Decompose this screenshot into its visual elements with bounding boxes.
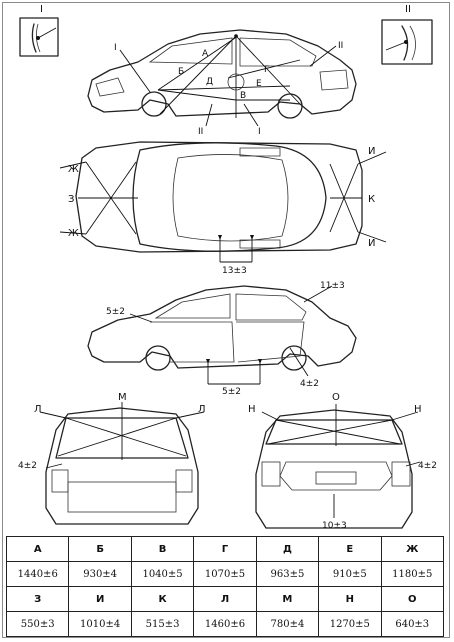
side-front-wheel-arch: [141, 91, 167, 117]
side-rear-wheel-arch: [277, 93, 303, 119]
table-cell: Г: [193, 536, 257, 562]
side-label-g: Г: [264, 65, 270, 75]
table-cell: 1460±6: [193, 611, 257, 637]
detail-i-box: [19, 17, 59, 57]
rear-left-label-m: М: [118, 392, 127, 403]
rear-view-left: Л М Л 4±2: [18, 392, 206, 525]
rear-right-outline: [255, 409, 413, 529]
table-cell: 1010±4: [68, 611, 132, 637]
side-label-v: В: [240, 91, 246, 101]
rear-left-opening: [55, 417, 189, 459]
table-cell: Ж: [380, 536, 445, 562]
table-cell: 515±3: [130, 611, 195, 637]
table-cell: 910±5: [318, 561, 382, 587]
side-view-gaps: 5±2 11±3 5±2 4±2: [87, 281, 357, 397]
table-row-header-1: А Б В Г Д Е Ж: [5, 536, 445, 562]
side2-rear-window: [235, 293, 307, 321]
side-body-outline: [87, 29, 357, 117]
side2-dim-front-door: 5±2: [106, 307, 125, 317]
table-cell: К: [130, 586, 195, 612]
table-cell: 1180±5: [380, 561, 445, 587]
table-row-values-2: 550±3 1010±4 515±3 1460±6 780±4 1270±5 6…: [5, 611, 445, 637]
rear-right-glass: [265, 419, 403, 445]
side-label-b: Б: [178, 67, 184, 77]
side2-rear-door: [236, 321, 305, 363]
table-cell: Н: [318, 586, 382, 612]
table-cell: Д: [255, 536, 320, 562]
table-cell: 1070±5: [193, 561, 257, 587]
rear-left-outline: [45, 407, 199, 525]
side-label-i: I: [114, 43, 117, 53]
side2-dim-sill: 5±2: [222, 387, 241, 397]
side2-dim-rear-door: 4±2: [300, 379, 319, 389]
side-rear-window: [239, 37, 317, 67]
detail-view-i: I: [19, 4, 59, 57]
side-label-a: А: [202, 49, 209, 59]
detail-ii-box: [381, 19, 433, 65]
table-cell: 780±4: [255, 611, 320, 637]
top-view-measurement: Ж З Ж И К И 13±3: [59, 141, 387, 276]
detail-view-ii: II: [381, 4, 433, 65]
table-cell: 1440±6: [5, 561, 70, 587]
side-label-ii: II: [338, 41, 343, 51]
table-cell: 550±3: [5, 611, 70, 637]
table-cell: 1270±5: [318, 611, 382, 637]
top-label-zh-2: Ж: [68, 228, 79, 239]
top-label-i-1: И: [368, 146, 375, 157]
rear-right-label-n2: Н: [414, 404, 422, 415]
top-cabin-outline: [132, 142, 327, 252]
top-label-zh-1: Ж: [68, 164, 79, 175]
table-cell: В: [130, 536, 195, 562]
table-cell: Е: [318, 536, 382, 562]
rear-right-tailgate-panel: [279, 461, 393, 491]
table-cell: 930±4: [68, 561, 132, 587]
table-row-header-2: З И К Л М Н О: [5, 586, 445, 612]
table-cell: А: [5, 536, 70, 562]
detail-ii-label: II: [405, 4, 411, 15]
diagram-frame: [2, 2, 450, 638]
table-row-values-1: 1440±6 930±4 1040±5 1070±5 963±5 910±5 1…: [5, 561, 445, 587]
top-dim-13: 13±3: [222, 266, 247, 276]
side-label-e: Е: [256, 79, 262, 89]
table-cell: И: [68, 586, 132, 612]
side-section-i: I: [258, 127, 261, 137]
rear-right-dim-side: 4±2: [418, 461, 437, 471]
top-label-i-2: И: [368, 238, 375, 249]
rear-left-dim: 4±2: [18, 461, 37, 471]
detail-i-pillar: [31, 23, 37, 53]
table-cell: Б: [68, 536, 132, 562]
rear-view-right: Н О Н 4±2 10±3: [248, 392, 437, 531]
table-cell: З: [5, 586, 70, 612]
side2-dim-roof: 11±3: [320, 281, 345, 291]
detail-i-label: I: [40, 4, 43, 15]
table-cell: 1040±5: [130, 561, 195, 587]
side-view-measurement: I Б А II Д Е Г В II I: [87, 29, 357, 137]
rear-right-label-o: О: [332, 392, 340, 403]
top-roof-outline: [172, 154, 289, 242]
side2-front-door: [150, 321, 235, 363]
rear-right-dim-bottom: 10±3: [322, 521, 347, 531]
rear-right-label-n1: Н: [248, 404, 256, 415]
side-label-d: Д: [206, 77, 213, 87]
top-label-k: К: [368, 194, 375, 205]
side2-body-outline: [87, 285, 357, 369]
side-section-ii: II: [198, 127, 203, 137]
dimension-table: А Б В Г Д Е Ж 1440±6 930±4 1040±5 1070±5…: [5, 536, 445, 637]
table-cell: 640±3: [380, 611, 445, 637]
rear-left-label-l1: Л: [34, 404, 42, 415]
top-label-z: З: [68, 194, 74, 205]
side-front-window: [148, 37, 233, 65]
rear-right-plate: [315, 471, 357, 485]
side2-front-window: [154, 293, 231, 319]
table-cell: 963±5: [255, 561, 320, 587]
table-cell: О: [380, 586, 445, 612]
rear-left-label-l2: Л: [198, 404, 206, 415]
table-cell: Л: [193, 586, 257, 612]
table-cell: М: [255, 586, 320, 612]
